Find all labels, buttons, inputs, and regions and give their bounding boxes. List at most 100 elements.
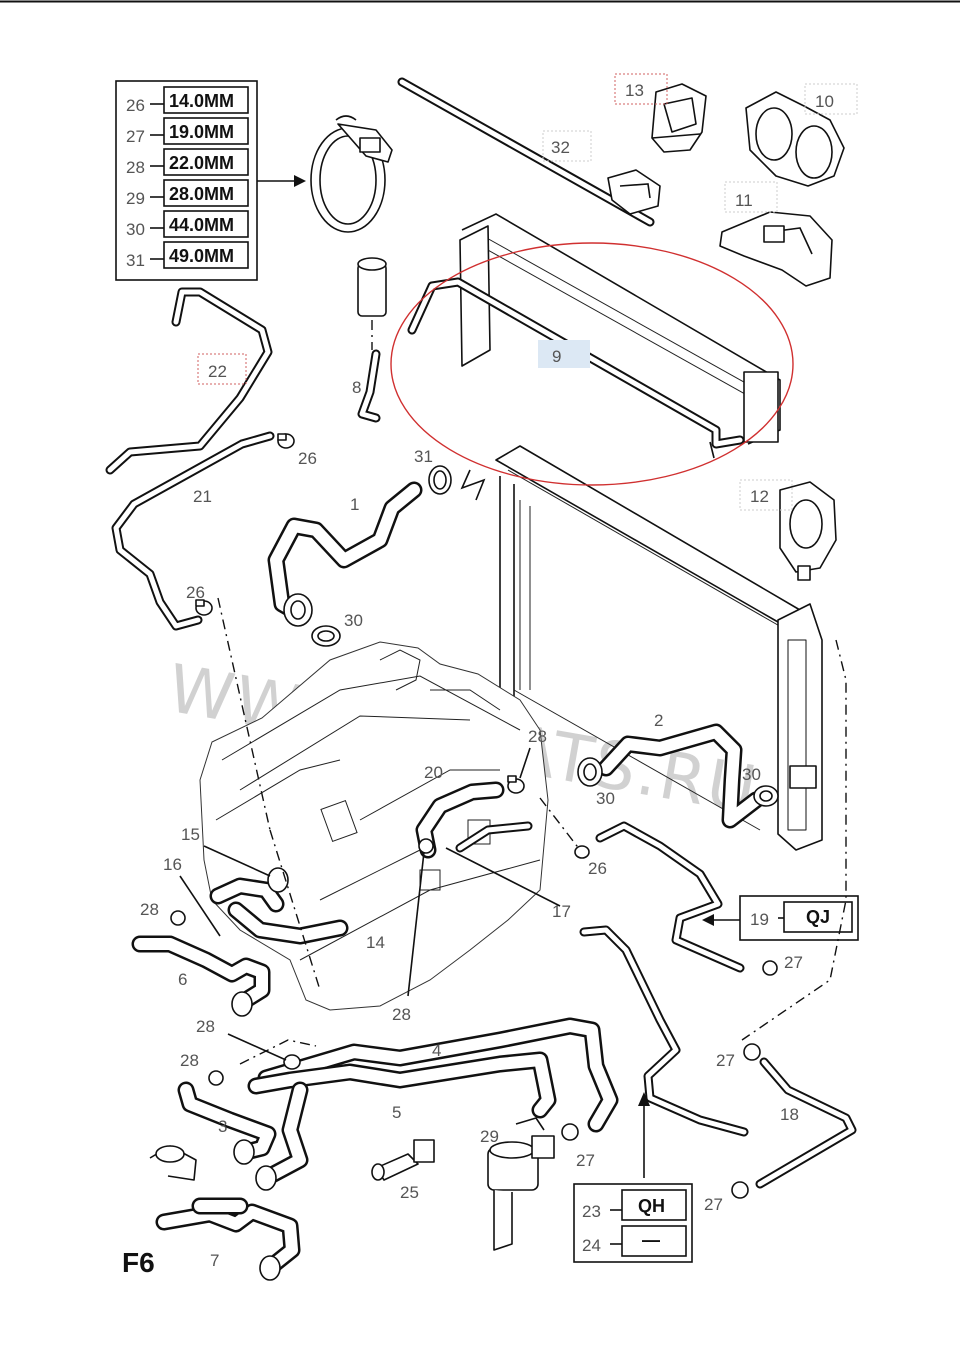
part-22-pipe <box>105 287 273 475</box>
radiator-upper <box>459 213 781 445</box>
part-32-rod <box>397 77 661 227</box>
clamp-size-row: 29 28.0MM <box>126 179 249 208</box>
callout: 17 <box>552 902 571 921</box>
part-21-pipe <box>111 431 275 631</box>
callout: 26 <box>588 859 607 878</box>
part-8-bleed-pipe <box>357 257 387 423</box>
callout: 27 <box>784 953 803 972</box>
callout: 16 <box>163 855 182 874</box>
figure-label: F6 <box>122 1247 155 1278</box>
callout: 28 <box>140 900 159 919</box>
clamp-size-row: 28 22.0MM <box>126 148 249 177</box>
part-3-hose <box>177 1081 277 1165</box>
clamp-28 <box>208 1070 224 1086</box>
callout: 32 <box>551 138 570 157</box>
clamp-27 <box>762 960 778 976</box>
callout: 15 <box>181 825 200 844</box>
part-5-hose <box>247 1051 557 1191</box>
callout: 22 <box>208 362 227 381</box>
clamp-size-row: 30 44.0MM <box>126 210 249 239</box>
part-10-bracket <box>745 91 845 187</box>
option-ref: 19 <box>750 910 769 929</box>
callout: 1 <box>350 495 359 514</box>
callout: 30 <box>742 765 761 784</box>
callout: 29 <box>480 1127 499 1146</box>
clamp-30 <box>577 757 603 787</box>
clamp-ref: 28 <box>126 158 145 177</box>
clamp-26 <box>195 599 213 616</box>
hose-clamp-icon <box>310 115 393 233</box>
clamp-size-legend: 26 14.0MM 27 19.0MM 28 22.0MM 29 28.0MM … <box>115 80 306 281</box>
option-code: QH <box>638 1196 665 1216</box>
callout: 26 <box>186 583 205 602</box>
part-4-hose <box>257 1017 619 1133</box>
callout: 28 <box>392 1005 411 1024</box>
callout: 6 <box>178 970 187 989</box>
part-7-hose <box>149 1145 301 1281</box>
clamp-30 <box>311 625 341 647</box>
part-19-hose <box>595 821 745 973</box>
clamp-28 <box>507 775 525 794</box>
part-25-fitting <box>371 1139 435 1181</box>
clamp-27 <box>743 1043 761 1061</box>
callout: 10 <box>815 92 834 111</box>
part-23-tube <box>579 925 749 1178</box>
option-code: — <box>642 1230 660 1250</box>
highlight-ellipse <box>390 242 794 486</box>
clamp-27 <box>561 1123 579 1141</box>
callout: 28 <box>180 1051 199 1070</box>
part-13-bracket <box>651 83 707 153</box>
callout: 7 <box>210 1251 219 1270</box>
callout: 28 <box>196 1017 215 1036</box>
callout: 4 <box>432 1041 441 1060</box>
callout: 26 <box>298 449 317 468</box>
part-20-hose <box>415 781 505 859</box>
radiator <box>495 445 823 851</box>
clamp-ref: 29 <box>126 189 145 208</box>
callout: 21 <box>193 487 212 506</box>
part-17-pipe <box>445 821 561 907</box>
callout: 5 <box>392 1103 401 1122</box>
callout: 8 <box>352 378 361 397</box>
callout: 9 <box>552 347 561 366</box>
clamp-size: 49.0MM <box>169 246 234 266</box>
part-2-hose <box>597 723 765 829</box>
option-ref: 24 <box>582 1236 601 1255</box>
part-11-bracket <box>719 211 833 287</box>
callout: 27 <box>704 1195 723 1214</box>
option-code: QJ <box>806 907 830 927</box>
callout: 27 <box>716 1051 735 1070</box>
callout: 11 <box>735 191 753 210</box>
clamp-ref: 30 <box>126 220 145 239</box>
clamp-ref: 26 <box>126 96 145 115</box>
callout: 12 <box>750 487 769 506</box>
clamp-27 <box>731 1181 749 1199</box>
callout: 31 <box>414 447 433 466</box>
part-29-valve <box>487 1117 555 1251</box>
part-15-16-hoses <box>179 845 349 945</box>
clamp-ref: 27 <box>126 127 145 146</box>
callout: 13 <box>625 81 644 100</box>
clamp-size: 22.0MM <box>169 153 234 173</box>
callout: 28 <box>528 727 547 746</box>
clamp-28 <box>170 910 186 926</box>
option-box-19: 19 QJ <box>702 895 859 941</box>
callout: 27 <box>576 1151 595 1170</box>
part-12-bracket <box>779 481 837 581</box>
callout: 30 <box>344 611 363 630</box>
clamp-size-row: 26 14.0MM <box>126 86 249 115</box>
clamp-size: 14.0MM <box>169 91 234 111</box>
clamp-26 <box>277 433 295 449</box>
clamp-ref: 31 <box>126 251 145 270</box>
clamp-28 <box>418 838 434 854</box>
clamp-size-row: 31 49.0MM <box>126 241 249 270</box>
clamp-size: 19.0MM <box>169 122 234 142</box>
callout: 20 <box>424 763 443 782</box>
option-ref: 23 <box>582 1202 601 1221</box>
clamp-26 <box>574 845 590 859</box>
callout: 2 <box>654 711 663 730</box>
part-6-hose <box>131 935 271 1017</box>
callout: 30 <box>596 789 615 808</box>
callout: 25 <box>400 1183 419 1202</box>
